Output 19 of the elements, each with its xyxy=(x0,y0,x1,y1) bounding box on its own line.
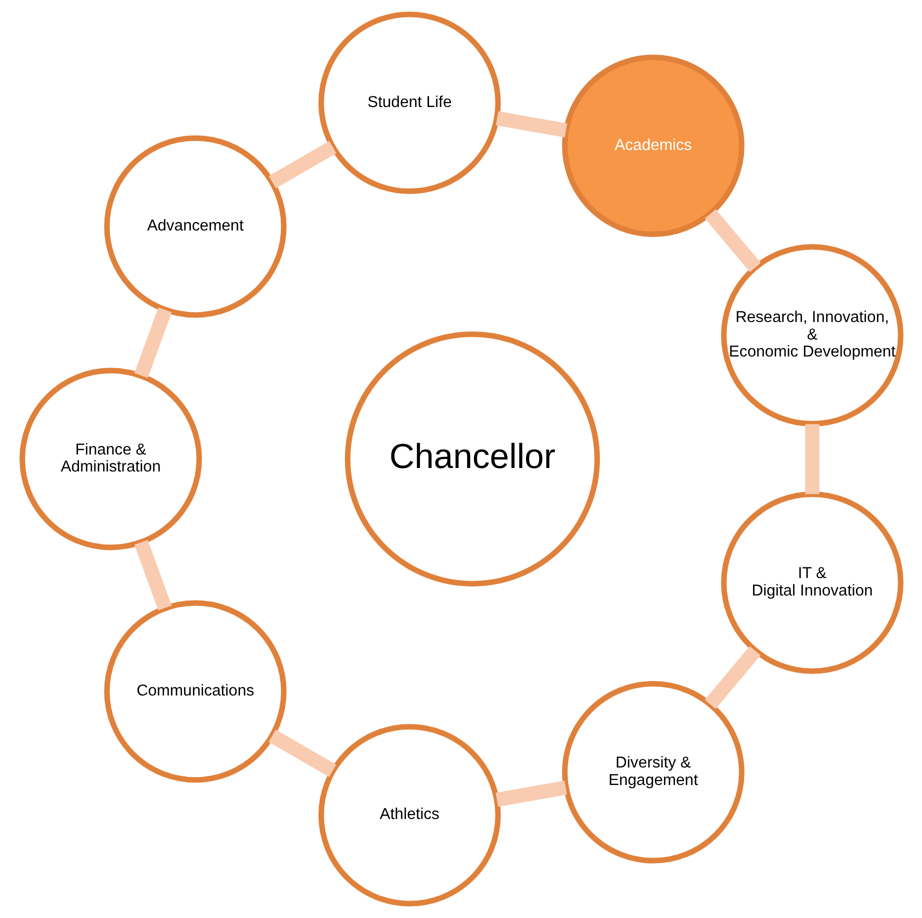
connector xyxy=(134,540,172,610)
connector xyxy=(495,111,567,138)
node-circle: IT & Digital Innovation xyxy=(720,492,903,674)
node-circle: Advancement xyxy=(104,135,286,318)
node-circle: Student Life xyxy=(318,12,500,194)
node-circle: Communications xyxy=(104,600,286,783)
node-circle: Diversity & Engagement xyxy=(562,681,744,864)
node-circle: Research, Innovation, & Economic Development xyxy=(720,244,903,426)
connector xyxy=(804,424,819,494)
connector xyxy=(268,730,336,777)
node-circle: Chancellor xyxy=(344,331,600,587)
connector xyxy=(704,646,760,709)
node-circle: Athletics xyxy=(318,724,500,906)
node-circle: Academics xyxy=(562,54,744,237)
node-circle: Finance & Administration xyxy=(19,368,202,550)
connector xyxy=(704,209,760,272)
connector xyxy=(134,307,172,378)
connector xyxy=(495,780,567,807)
connector xyxy=(268,140,336,188)
